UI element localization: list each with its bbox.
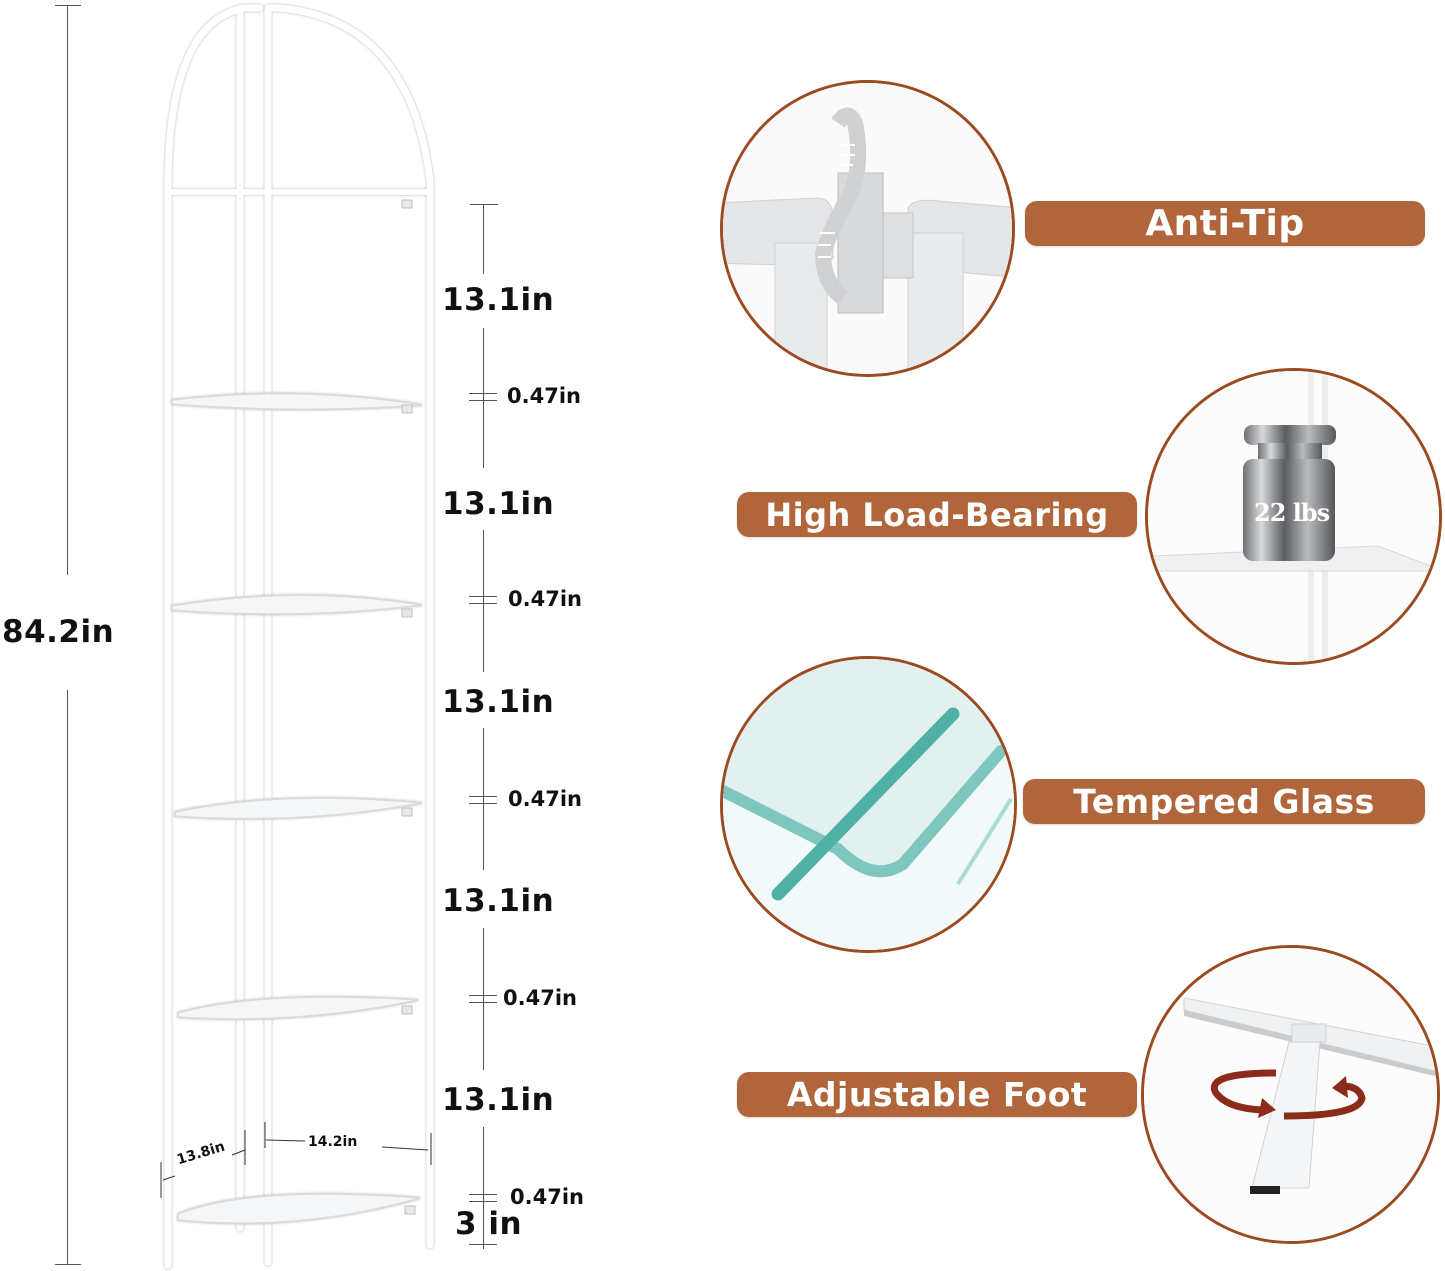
shelf-spacing-line <box>483 728 484 870</box>
shelf-spacing-line <box>483 928 484 1070</box>
feature-badge-high-load-bearing: High Load-Bearing <box>737 492 1137 537</box>
foot-height-label: 3 in <box>455 1206 523 1242</box>
feature-badge-anti-tip: Anti-Tip <box>1025 201 1425 246</box>
shelf-spacing-label-4: 13.1in <box>442 883 555 919</box>
thickness-tick <box>469 596 497 597</box>
overall-height-bottom-tick <box>55 1264 81 1265</box>
shelf-spacing-line <box>483 1127 484 1249</box>
overall-height-line <box>67 5 68 575</box>
feature-badge-tempered-glass: Tempered Glass <box>1023 779 1425 824</box>
foot-bottom-tick <box>469 1244 497 1245</box>
width-label: 14.2in <box>308 1134 358 1150</box>
overall-height-label: 84.2in <box>2 614 115 650</box>
overall-height-top-tick <box>55 5 81 6</box>
shelf-spacing-label-3: 13.1in <box>442 684 555 720</box>
weight-label: 22 lbs <box>1254 498 1330 527</box>
shelf-thickness-label-3: 0.47in <box>508 787 582 811</box>
thickness-tick <box>469 796 497 797</box>
shelf-thickness-label-1: 0.47in <box>507 384 581 408</box>
thickness-tick <box>469 995 497 996</box>
rotating-foot-icon <box>1144 948 1437 1241</box>
tempered-glass-image <box>720 656 1017 953</box>
shelf-thickness-label-5: 0.47in <box>510 1185 584 1209</box>
overall-height-line-lower <box>67 690 68 1265</box>
thickness-tick <box>469 1002 497 1003</box>
thickness-tick <box>469 603 497 604</box>
adjustable-foot-image <box>1141 945 1440 1244</box>
shelf-spacing-line <box>483 328 484 468</box>
anti-tip-strap-icon <box>723 83 1012 374</box>
weight-icon <box>1148 371 1439 662</box>
shelf-spacing-line <box>483 530 484 672</box>
thickness-tick <box>469 1201 497 1202</box>
thickness-tick <box>469 1194 497 1195</box>
corner-shelf-illustration <box>160 4 434 1269</box>
high-load-bearing-image: 22 lbs <box>1145 368 1442 665</box>
glass-panes-icon <box>723 659 1014 950</box>
shelf-spacing-label-1: 13.1in <box>442 282 555 318</box>
anti-tip-image <box>720 80 1015 377</box>
shelf-thickness-label-4: 0.47in <box>503 986 577 1010</box>
shelf-spacing-label-5: 13.1in <box>442 1082 555 1118</box>
thickness-tick <box>469 393 497 394</box>
thickness-tick <box>469 400 497 401</box>
shelf-thickness-label-2: 0.47in <box>508 587 582 611</box>
shelf-spacing-top-tick <box>470 204 498 205</box>
thickness-tick <box>469 803 497 804</box>
shelf-spacing-line <box>483 204 484 274</box>
feature-badge-adjustable-foot: Adjustable Foot <box>737 1072 1137 1117</box>
shelf-spacing-label-2: 13.1in <box>442 486 555 522</box>
